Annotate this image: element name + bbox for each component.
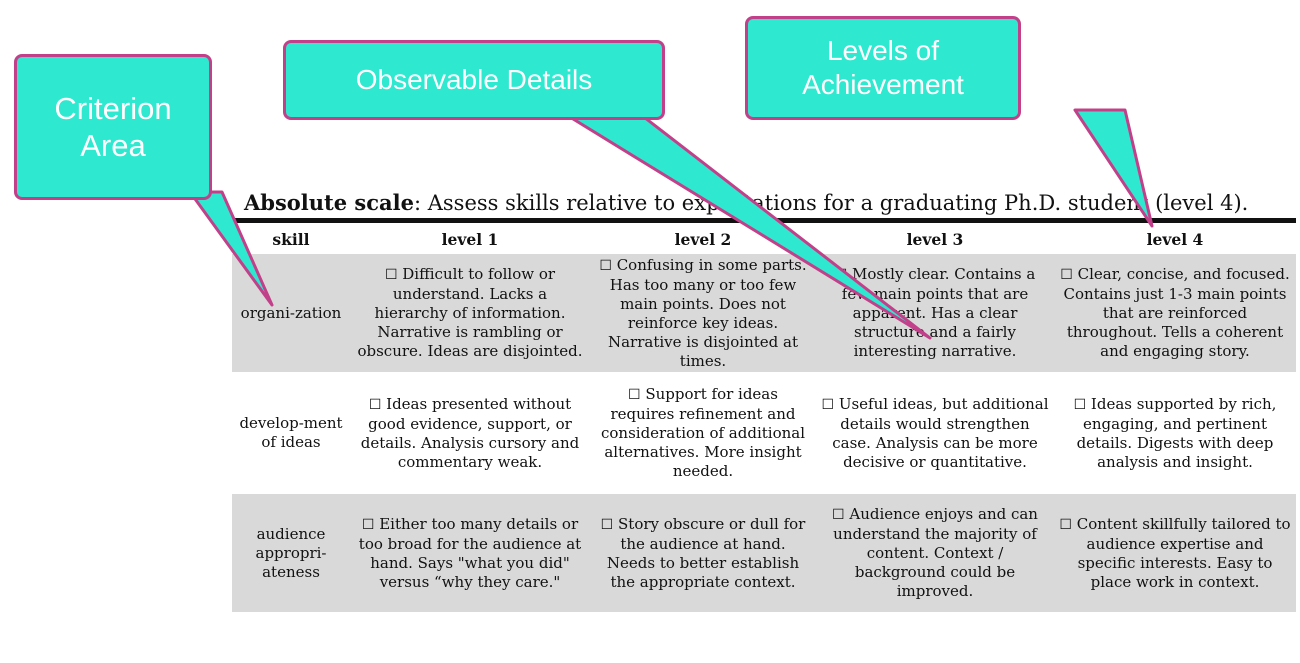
header-level-4: level 4: [1146, 229, 1204, 249]
heading-rest: : Assess skills relative to expectations…: [413, 191, 1249, 215]
criterion-pointer: [188, 190, 274, 307]
level-cell: ☐ Confusing in some parts. Has too many …: [590, 254, 816, 373]
callout-criterion-text: Criterion Area: [54, 90, 172, 163]
checkbox[interactable]: ☐: [384, 267, 398, 283]
callout-observable-details: Observable Details: [283, 40, 665, 120]
level-cell: ☐ Support for ideas requires refinement …: [590, 372, 816, 493]
cell-text: Ideas presented without good evidence, s…: [360, 394, 580, 471]
cell-text: Story obscure or dull for the audience a…: [606, 514, 806, 591]
callout-levels-of-achievement: Levels of Achievement: [745, 16, 1021, 120]
level-cell: ☐ Audience enjoys and can understand the…: [816, 492, 1054, 612]
level-cell: ☐ Either too many details or too broad f…: [350, 492, 590, 612]
cell-text: Support for ideas requires refinement an…: [600, 385, 806, 480]
cell-text: Useful ideas, but additional details wou…: [832, 394, 1049, 471]
checkbox[interactable]: ☐: [368, 396, 382, 413]
table-row-development: develop-ment of ideas ☐ Ideas presented …: [232, 372, 1296, 493]
checkbox[interactable]: ☐: [600, 516, 614, 533]
heading-bold: Absolute scale: [244, 190, 414, 215]
level-cell: ☐ Ideas supported by rich, engaging, and…: [1054, 372, 1296, 493]
cell-text: Content skillfully tailored to audience …: [1076, 514, 1291, 591]
skill-cell: develop-ment of ideas: [232, 372, 350, 493]
checkbox[interactable]: ☐: [628, 387, 641, 403]
callout-criterion-area: Criterion Area: [14, 54, 212, 200]
level-cell: ☐ Clear, concise, and focused. Contains …: [1054, 254, 1296, 373]
checkbox[interactable]: ☐: [599, 257, 612, 274]
header-row: skill level 1 level 2 level 3 level 4: [232, 224, 1296, 254]
cell-text: Audience enjoys and can understand the m…: [833, 505, 1038, 600]
level-cell: ☐ Ideas presented without good evidence,…: [350, 372, 590, 493]
cell-text: Confusing in some parts. Has too many or…: [607, 255, 807, 370]
cell-text: Clear, concise, and focused. Contains ju…: [1063, 265, 1290, 360]
skill-cell: audience appropri-ateness: [232, 492, 350, 612]
header-level-2: level 2: [674, 229, 732, 249]
callout-levels-text: Levels of Achievement: [802, 35, 964, 100]
checkbox[interactable]: ☐: [1060, 267, 1073, 283]
rubric-table: skill level 1 level 2 level 3 level 4 or…: [232, 224, 1296, 612]
table-row-audience: audience appropri-ateness ☐ Either too m…: [232, 492, 1296, 612]
observable-pointer: [563, 112, 932, 340]
level-cell: ☐ Story obscure or dull for the audience…: [590, 492, 816, 612]
rubric-heading: Absolute scale: Assess skills relative t…: [244, 190, 1248, 215]
checkbox[interactable]: ☐: [821, 396, 835, 413]
levels-pointer: [1073, 108, 1154, 228]
callout-observable-text: Observable Details: [355, 64, 593, 96]
cell-text: Ideas supported by rich, engaging, and p…: [1076, 394, 1277, 471]
table-row-organization: organi-zation ☐ Difficult to follow or u…: [232, 254, 1296, 373]
level-cell: ☐ Difficult to follow or understand. Lac…: [350, 254, 590, 373]
checkbox[interactable]: ☐: [832, 507, 845, 523]
cell-text: Difficult to follow or understand. Lacks…: [357, 265, 583, 360]
checkbox[interactable]: ☐: [1073, 396, 1087, 413]
header-skill: skill: [272, 229, 310, 249]
level-cell: ☐ Content skillfully tailored to audienc…: [1054, 492, 1296, 612]
header-level-3: level 3: [906, 229, 964, 249]
checkbox[interactable]: ☐: [1059, 516, 1072, 533]
checkbox[interactable]: ☐: [361, 516, 375, 533]
level-cell: ☐ Useful ideas, but additional details w…: [816, 372, 1054, 493]
cell-text: Either too many details or too broad for…: [358, 514, 582, 591]
header-level-1: level 1: [441, 229, 499, 249]
